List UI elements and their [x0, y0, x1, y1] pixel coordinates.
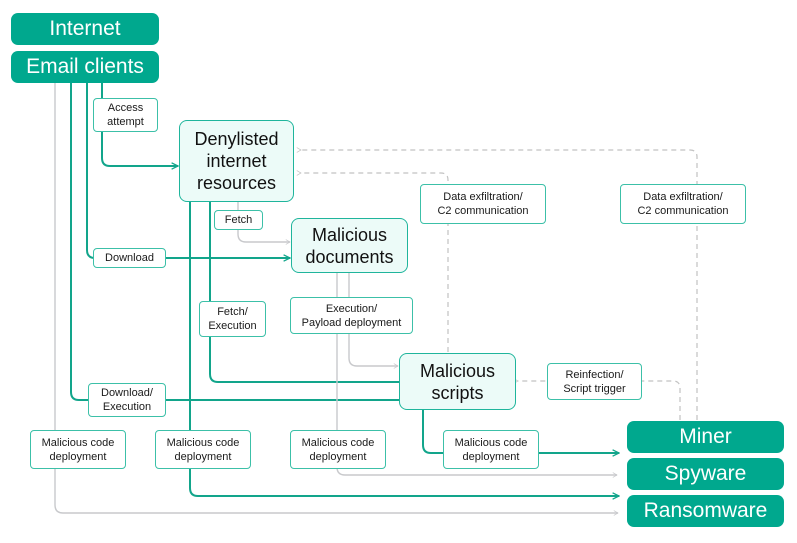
node-malicious-documents: Malicious documents — [291, 218, 408, 273]
label-access-attempt: Access attempt — [93, 98, 158, 132]
target-ransomware: Ransomware — [627, 495, 784, 527]
edge-scripts-miner — [422, 410, 619, 453]
label-malicious-code-deployment-4: Malicious code deployment — [443, 430, 539, 469]
edge-email-ransomware-gray — [54, 82, 618, 513]
label-malicious-code-deployment-2: Malicious code deployment — [155, 430, 251, 469]
label-execution-payload: Execution/ Payload deployment — [290, 297, 413, 334]
edge-scripts-denylisted-dashed — [301, 173, 449, 352]
target-spyware: Spyware — [627, 458, 784, 490]
source-internet-label: Internet — [49, 17, 121, 40]
label-data-exfiltration-1: Data exfiltration/ C2 communication — [420, 184, 546, 224]
label-fetch: Fetch — [214, 210, 263, 230]
source-email-clients-label: Email clients — [26, 55, 144, 78]
label-malicious-code-deployment-1: Malicious code deployment — [30, 430, 126, 469]
edge-miner-denylisted-dashed — [301, 150, 698, 420]
node-documents-label: Malicious documents — [305, 224, 394, 267]
edge-denylisted-documents — [237, 201, 290, 242]
label-data-exfiltration-2: Data exfiltration/ C2 communication — [620, 184, 746, 224]
target-miner: Miner — [627, 421, 784, 453]
edge-email-scripts — [70, 82, 410, 400]
source-email-clients: Email clients — [11, 51, 159, 83]
target-spyware-label: Spyware — [664, 462, 747, 485]
target-miner-label: Miner — [679, 425, 732, 448]
edge-documents-scripts — [348, 272, 398, 366]
label-reinfection: Reinfection/ Script trigger — [547, 363, 642, 400]
label-fetch-execution: Fetch/ Execution — [199, 301, 266, 337]
edge-denylisted-ransomware — [189, 201, 619, 496]
node-denylisted-label: Denylisted internet resources — [194, 129, 279, 193]
node-denylisted-resources: Denylisted internet resources — [179, 120, 294, 202]
target-ransomware-label: Ransomware — [643, 499, 768, 522]
edge-email-denylisted — [101, 82, 178, 166]
source-internet: Internet — [11, 13, 159, 45]
node-scripts-label: Malicious scripts — [419, 360, 496, 403]
label-malicious-code-deployment-3: Malicious code deployment — [290, 430, 386, 469]
label-download: Download — [93, 248, 166, 268]
edge-denylisted-scripts — [209, 201, 410, 382]
label-download-execution: Download/ Execution — [88, 383, 166, 417]
node-malicious-scripts: Malicious scripts — [399, 353, 516, 410]
edge-miner-scripts-dashed — [518, 381, 681, 420]
